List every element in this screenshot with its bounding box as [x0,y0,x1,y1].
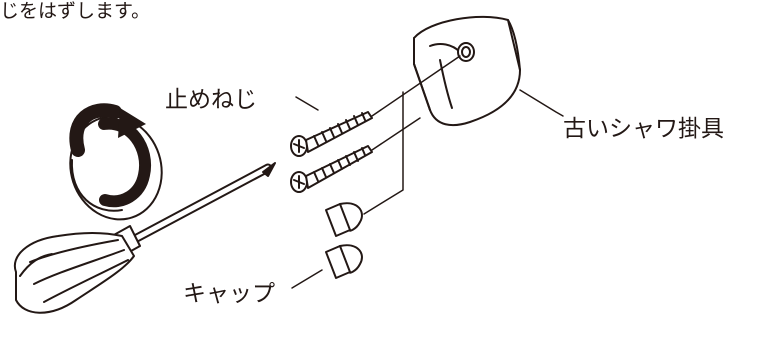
shower-holder-icon [413,15,521,127]
label-screws: 止めねじ [165,87,257,113]
screw-icon [290,145,373,193]
cap-icon [325,202,363,237]
cap-icon [325,244,363,279]
instruction-text: じをはずします。 [0,0,151,22]
screw-icon [290,111,373,157]
leader-lines [291,55,564,289]
label-caps: キャップ [183,281,275,307]
screwdriver-icon [13,162,276,314]
label-old-shower-holder: 古いシャワ掛具 [563,116,724,142]
rotation-arrow-icon [69,103,163,221]
